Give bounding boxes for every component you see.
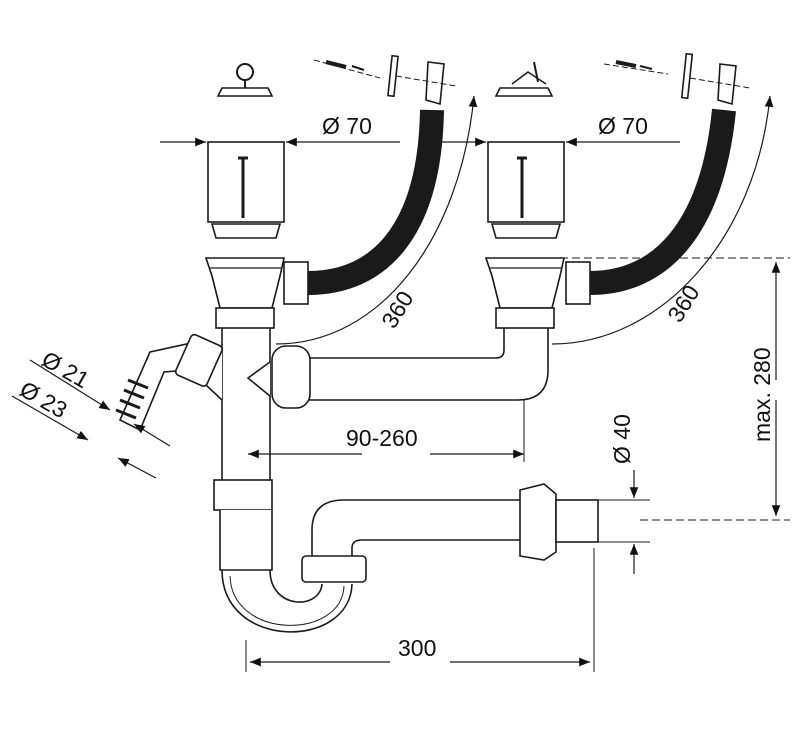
appliance-inlet — [115, 333, 223, 432]
right-strainer-diameter-label: Ø 70 — [598, 113, 648, 139]
left-overflow-parts — [313, 54, 457, 106]
left-overflow-screw-icon — [325, 60, 347, 69]
trap-bottom-nut — [301, 555, 367, 583]
left-strainer-body — [204, 257, 285, 309]
left-strainer-flange — [210, 223, 282, 239]
right-plug-icon — [494, 61, 554, 97]
left-hose-dimension-line — [275, 95, 478, 345]
outlet-diameter-label: Ø 40 — [609, 414, 635, 464]
left-sink-cutaway — [207, 141, 285, 223]
trap-inlet — [219, 510, 273, 571]
right-sink-cutaway — [487, 141, 565, 223]
right-overflow-screw-icon — [615, 60, 637, 68]
right-nut — [495, 307, 555, 329]
connector-nut — [271, 345, 311, 409]
left-plug-icon — [216, 63, 274, 97]
right-hose-length-label: 360 — [662, 280, 704, 326]
left-strainer-diameter-label: Ø 70 — [322, 113, 372, 139]
left-overflow-nut — [283, 261, 309, 305]
left-strainer-assembly — [204, 63, 309, 329]
right-overflow-nut — [565, 261, 591, 305]
right-overflow-hose — [589, 108, 736, 295]
left-tailpiece — [221, 328, 271, 480]
trap-top-nut — [213, 479, 273, 511]
right-overflow-gasket — [680, 52, 694, 100]
connector-tip — [246, 361, 271, 397]
inlet-nut — [174, 333, 223, 387]
connector-length-label: 90-260 — [346, 425, 418, 451]
trap-width-label: 300 — [398, 635, 436, 661]
outlet-nut — [519, 483, 557, 561]
left-overflow-hose — [307, 109, 444, 295]
outlet-sleeve — [555, 499, 599, 543]
right-strainer-assembly — [484, 61, 591, 329]
outlet-pipe — [311, 499, 520, 556]
right-hose-dimension-line — [551, 95, 774, 345]
right-overflow-parts — [603, 52, 751, 106]
connector-pipe — [300, 328, 549, 401]
right-strainer-flange — [490, 223, 562, 239]
trap-u-bend — [221, 569, 353, 633]
right-strainer-body — [484, 257, 565, 309]
left-hose-length-label: 360 — [376, 286, 418, 332]
left-nut — [215, 307, 275, 329]
trap-height-label: max. 280 — [749, 347, 775, 442]
